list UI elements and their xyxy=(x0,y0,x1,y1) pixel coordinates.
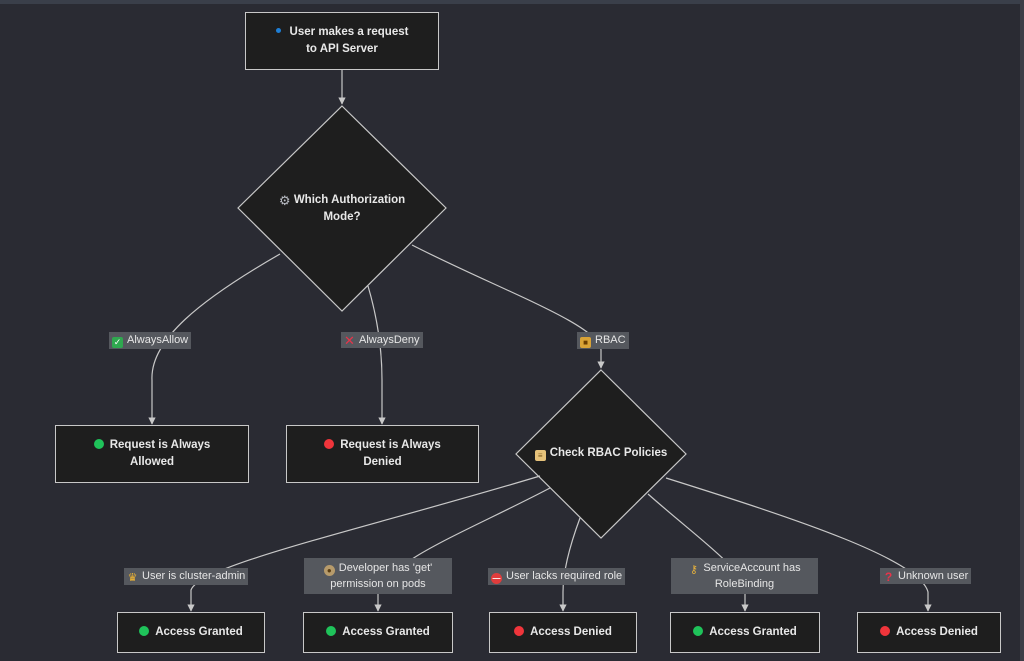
green-circle-icon xyxy=(326,626,337,636)
cluster-admin-text: User is cluster-admin xyxy=(142,570,246,582)
lock-icon: ■ xyxy=(580,337,591,348)
check-icon: ✓ xyxy=(112,337,123,348)
start-line2: to API Server xyxy=(306,43,378,55)
always-allow-text: AlwaysAllow xyxy=(127,334,189,346)
person-icon: ● xyxy=(323,565,335,576)
right-scrollbar[interactable] xyxy=(1020,0,1024,661)
developer-line1: Developer has 'get' xyxy=(338,562,433,574)
granted-admin-text: Access Granted xyxy=(155,626,243,638)
granted-admin-node: Access Granted xyxy=(117,612,265,653)
edge-label-cluster-admin: ♛ User is cluster-admin xyxy=(124,568,249,585)
granted-sa-node: Access Granted xyxy=(670,612,820,653)
unknown-user-text: Unknown user xyxy=(898,570,969,582)
edge-mode-to-denied xyxy=(367,285,386,425)
start-line1: User makes a request xyxy=(289,26,409,38)
edge-label-service-account: ⚷ ServiceAccount has RoleBinding xyxy=(671,558,818,594)
mode-line2: Mode? xyxy=(323,211,361,223)
gear-icon: ⚙ xyxy=(278,193,291,208)
edge-label-always-deny: ✕ AlwaysDeny xyxy=(341,332,423,348)
edge-mode-to-rbac xyxy=(411,244,605,369)
edge-rbac-to-role xyxy=(559,517,581,612)
granted-dev-node: Access Granted xyxy=(303,612,453,653)
rbac-check-text: Check RBAC Policies xyxy=(549,447,668,459)
granted-dev-text: Access Granted xyxy=(342,626,430,638)
always-allowed-node: Request is Always Allowed xyxy=(55,425,249,483)
green-circle-icon xyxy=(693,626,704,636)
developer-line2: permission on pods xyxy=(330,578,426,590)
rbac-text: RBAC xyxy=(595,334,626,346)
always-deny-text: AlwaysDeny xyxy=(359,334,420,346)
no-entry-icon: — xyxy=(491,573,502,584)
denied-role-node: Access Denied xyxy=(489,612,637,653)
red-circle-icon xyxy=(324,439,335,449)
crown-icon: ♛ xyxy=(127,572,138,584)
mode-diamond xyxy=(237,105,447,312)
edge-label-rbac: ■ RBAC xyxy=(577,332,629,349)
granted-sa-text: Access Granted xyxy=(709,626,797,638)
rbac-diamond xyxy=(515,369,687,539)
edge-label-lacks-role: — User lacks required role xyxy=(488,568,626,585)
mode-decision-label: ⚙Which Authorization Mode? xyxy=(262,192,422,226)
edge-label-always-allow: ✓ AlwaysAllow xyxy=(109,332,192,349)
scroll-icon: ≡ xyxy=(534,450,546,461)
always-denied-line1: Request is Always xyxy=(340,439,441,451)
edge-label-developer: ●Developer has 'get' permission on pods xyxy=(304,558,452,594)
denied-unknown-text: Access Denied xyxy=(896,626,978,638)
denied-unknown-node: Access Denied xyxy=(857,612,1001,653)
cross-icon: ✕ xyxy=(344,333,355,348)
green-circle-icon xyxy=(139,626,150,636)
red-circle-icon xyxy=(514,626,525,636)
service-account-line1: ServiceAccount has xyxy=(703,562,801,574)
edge-mode-to-allowed xyxy=(148,253,281,425)
service-account-line2: RoleBinding xyxy=(714,578,775,590)
rbac-decision-label: ≡Check RBAC Policies xyxy=(521,445,681,462)
always-denied-line2: Denied xyxy=(363,456,402,468)
green-circle-icon xyxy=(93,439,104,449)
mode-line1: Which Authorization xyxy=(293,194,406,206)
always-denied-node: Request is Always Denied xyxy=(286,425,479,483)
edge-label-unknown-user: ? Unknown user xyxy=(880,568,972,584)
key-icon: ⚷ xyxy=(689,564,698,576)
top-border xyxy=(0,0,1024,4)
start-node: User makes a request to API Server xyxy=(245,12,439,70)
always-allowed-line2: Allowed xyxy=(129,456,175,468)
always-allowed-line1: Request is Always xyxy=(109,439,211,451)
denied-role-text: Access Denied xyxy=(530,626,612,638)
lacks-role-text: User lacks required role xyxy=(506,570,623,582)
question-icon: ? xyxy=(884,570,893,584)
blue-dot-icon xyxy=(275,28,281,33)
red-circle-icon xyxy=(880,626,891,636)
